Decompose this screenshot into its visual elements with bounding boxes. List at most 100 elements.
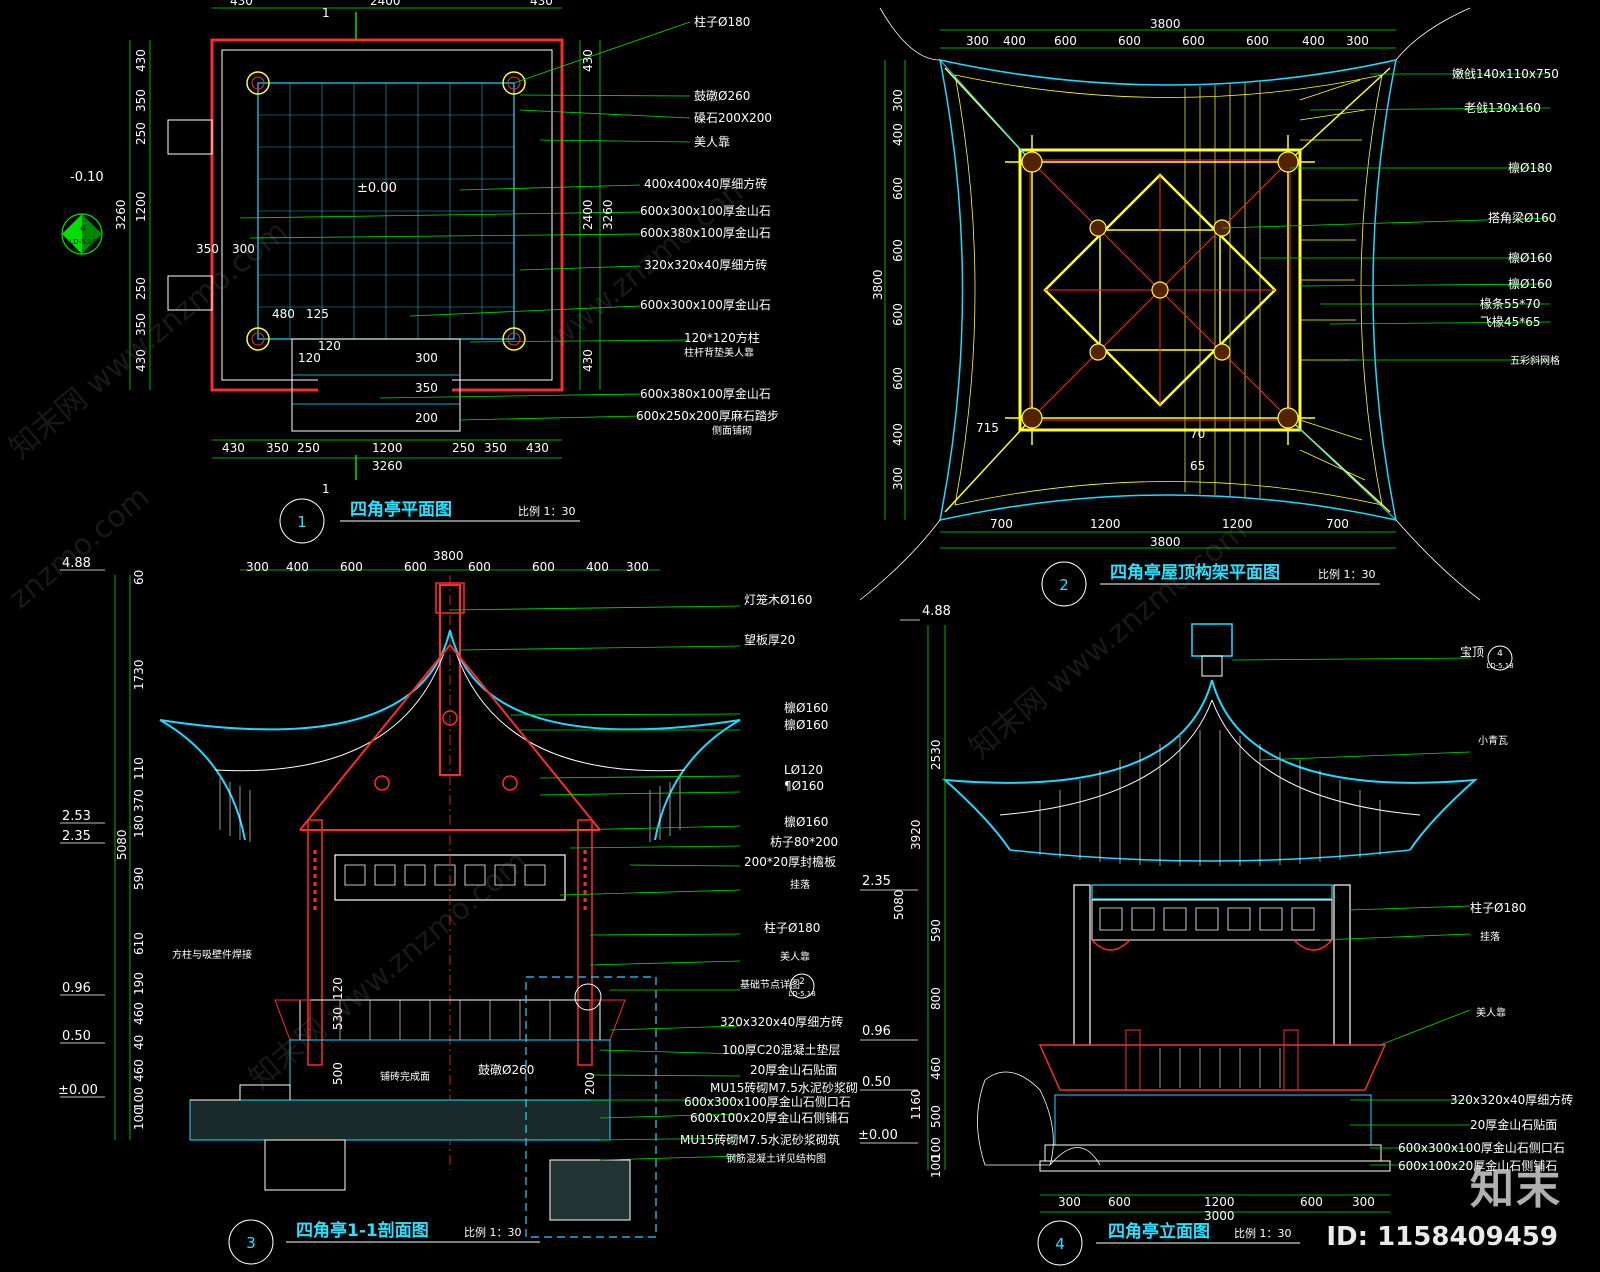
section-dim-top-8: 300 bbox=[626, 560, 649, 574]
plan-label-8: 320x320x40厚细方砖 bbox=[644, 257, 767, 272]
roof-dim-top-5: 600 bbox=[1182, 34, 1205, 48]
roof-inner-dim-1: 715 bbox=[976, 421, 999, 435]
elevation-label-6: 320x320x40厚细方砖 bbox=[1450, 1092, 1573, 1107]
plan-dim-bottom-1: 430 bbox=[222, 441, 245, 455]
roof-label-5: 檩Ø160 bbox=[1508, 250, 1552, 265]
plan-dim-bottom-2: 350 bbox=[266, 441, 289, 455]
plan-dim-left-3: 250 bbox=[134, 122, 148, 145]
section-dim-left-11: 460 bbox=[132, 1059, 146, 1082]
elevation-dim-left-3: 590 bbox=[929, 919, 943, 942]
elevation-label-8: 600x300x100厚金山石侧口石 bbox=[1398, 1140, 1565, 1155]
section-dim-left-6: 590 bbox=[132, 867, 146, 890]
section-dim-left-8: 190 bbox=[132, 972, 146, 995]
roof-label-4: 搭角梁Ø160 bbox=[1488, 210, 1556, 225]
plan-dim-top-1: 430 bbox=[230, 0, 253, 8]
section-label-18: 600x300x100厚金山石侧口石 bbox=[684, 1094, 851, 1109]
section-dim-left-12: 100 bbox=[132, 1087, 146, 1110]
section-dim-top-3: 600 bbox=[340, 560, 363, 574]
section-dim-left-3: 110 bbox=[132, 757, 146, 780]
roof-dim-bottom-3: 1200 bbox=[1222, 517, 1253, 531]
section-dim-left-10: 40 bbox=[132, 1035, 146, 1050]
section-label-3: 檩Ø160 bbox=[784, 700, 828, 715]
plan-dim-left-4: 1200 bbox=[134, 191, 148, 222]
watermark-1: 知末网 www.znzmo.com bbox=[3, 214, 294, 466]
plan-dim-left-7: 430 bbox=[134, 349, 148, 372]
roof-label-7: 椽条55*70 bbox=[1480, 297, 1541, 311]
plan-dim-top-2: 2400 bbox=[370, 0, 401, 8]
elevation-dim-left-8: 100 bbox=[929, 1137, 943, 1160]
roof-dim-top-3: 600 bbox=[1054, 34, 1077, 48]
plan-section-mark-top: 1 bbox=[322, 6, 330, 20]
section-label-24: 铺砖完成面 bbox=[380, 1070, 430, 1083]
section-callout-top: 2 bbox=[799, 977, 805, 987]
roof-label-9: 五彩斜网格 bbox=[1510, 354, 1560, 367]
elevation-dim-left-7: 500 bbox=[929, 1105, 943, 1128]
roof-dim-top-7: 400 bbox=[1302, 34, 1325, 48]
section-callout-bottom: LD-5.18 bbox=[788, 990, 815, 998]
section-dim-top-6: 600 bbox=[532, 560, 555, 574]
roof-scale: 比例 1：30 bbox=[1318, 567, 1376, 581]
plan-dim-top-3: 430 bbox=[530, 0, 553, 8]
roof-dim-bottom-total: 3800 bbox=[1150, 535, 1181, 549]
section-label-5: LØ120 bbox=[784, 763, 823, 777]
section-dim-left-9: 460 bbox=[132, 1002, 146, 1025]
roof-dim-top-2: 400 bbox=[1003, 34, 1026, 48]
section-dim-left-5: 180 bbox=[132, 815, 146, 838]
plan-inner-dim-3: 480 bbox=[272, 307, 295, 321]
roof-dim-top-total: 3800 bbox=[1150, 17, 1181, 31]
watermark-4: znzmo.com bbox=[3, 479, 157, 616]
section-label-7: 檩Ø160 bbox=[784, 814, 828, 829]
roof-inner-dim-2: 70 bbox=[1190, 427, 1205, 441]
section-dim-left-2: 1730 bbox=[132, 659, 146, 690]
section-dim-top-total: 3800 bbox=[433, 549, 464, 563]
section-level-6: ±0.00 bbox=[58, 1083, 98, 1098]
section-inner-dim-1: 120 bbox=[331, 977, 345, 1000]
plan-label-9: 600x300x100厚金山石 bbox=[640, 297, 771, 312]
plan-label-10: 120*120方柱 bbox=[684, 330, 760, 345]
plan-dim-bottom-3: 250 bbox=[297, 441, 320, 455]
plan-inner-dim-5: 120 bbox=[298, 351, 321, 365]
section-label-20: MU15砖砌M7.5水泥砂浆砌筑 bbox=[680, 1132, 840, 1147]
roof-label-3: 檩Ø180 bbox=[1508, 160, 1552, 175]
plan-dim-bottom-5: 250 bbox=[452, 441, 475, 455]
elevation-dim-bottom-2: 600 bbox=[1108, 1195, 1131, 1209]
plan-section-mark-bottom: 1 bbox=[322, 482, 330, 496]
section-label-21: 钢筋混凝土详见结构图 bbox=[726, 1152, 826, 1165]
section-dim-top-4: 600 bbox=[404, 560, 427, 574]
elevation-dim-left-total: 5080 bbox=[892, 889, 906, 920]
section-label-19: 600x100x20厚金山石侧铺石 bbox=[690, 1110, 849, 1125]
elevation-dim-bottom-total: 3000 bbox=[1204, 1209, 1235, 1223]
section-dim-left-4: 370 bbox=[132, 789, 146, 812]
section-dim-left-7: 610 bbox=[132, 932, 146, 955]
elevation-callout-top: 4 bbox=[1497, 649, 1503, 659]
elevation-title: 四角亭立面图 bbox=[1108, 1221, 1210, 1242]
elevation-label-1: 宝顶 bbox=[1460, 645, 1484, 659]
roof-dim-bottom-1: 700 bbox=[990, 517, 1013, 531]
section-label-4: 檩Ø160 bbox=[784, 717, 828, 732]
plan-dim-right-4: 430 bbox=[581, 349, 595, 372]
section-label-22: 方柱与吸壁件焊接 bbox=[172, 948, 252, 961]
elevation-dim-left-6: 1160 bbox=[909, 1089, 923, 1120]
section-label-14: 320x320x40厚细方砖 bbox=[720, 1014, 843, 1029]
elevation-level-1: 4.88 bbox=[922, 604, 951, 619]
elevation-level-5: ±0.00 bbox=[858, 1128, 898, 1143]
section-inner-dim-2: 530 bbox=[331, 1007, 345, 1030]
roof-label-6: 檩Ø160 bbox=[1508, 276, 1552, 291]
roof-frame-plan: 3800 300 400 600 600 600 600 400 300 700… bbox=[859, 7, 1560, 607]
plan-inner-dim-7: 300 bbox=[415, 351, 438, 365]
section-dim-top-2: 400 bbox=[286, 560, 309, 574]
image-id: ID: 1158409459 bbox=[1326, 1222, 1558, 1252]
plan-inner-dim-9: 200 bbox=[415, 411, 438, 425]
plan-dim-bottom-7: 430 bbox=[526, 441, 549, 455]
roof-dim-top-4: 600 bbox=[1118, 34, 1141, 48]
roof-label-2: 老戗130x160 bbox=[1464, 101, 1541, 115]
section-inner-dim-3: 500 bbox=[331, 1062, 345, 1085]
brand-logo: 知末 bbox=[1470, 1163, 1562, 1214]
section-label-15: 100厚C20混凝土垫层 bbox=[722, 1042, 841, 1057]
roof-drawing-number: 2 bbox=[1059, 576, 1069, 594]
plan-inner-dim-2: 300 bbox=[232, 242, 255, 256]
plan-level-center: ±0.00 bbox=[357, 181, 397, 196]
section-drawing: 3800 300 400 600 600 600 600 400 300 4.8… bbox=[58, 549, 858, 1265]
section-label-17: MU15砖砌M7.5水泥砂浆砌 bbox=[710, 1080, 858, 1095]
section-level-5: 0.50 bbox=[62, 1029, 91, 1044]
